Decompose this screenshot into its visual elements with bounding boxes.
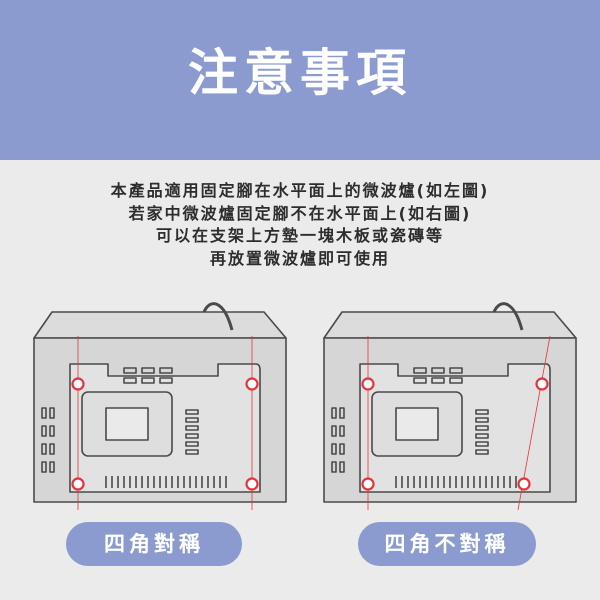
page-title: 注意事項 xyxy=(188,44,412,102)
foot-marker xyxy=(361,377,375,391)
foot-marker xyxy=(361,477,375,491)
foot-marker xyxy=(245,477,259,491)
foot-marker xyxy=(517,477,531,491)
note-line: 若家中微波爐固定腳不在水平面上(如右圖) xyxy=(128,203,472,223)
note-line: 本產品適用固定腳在水平面上的微波爐(如左圖) xyxy=(110,181,490,200)
foot-marker xyxy=(71,477,85,491)
foot-marker xyxy=(71,377,85,391)
microwave-asymmetric-illustration xyxy=(323,302,577,510)
label-symmetric: 四角對稱 xyxy=(66,522,242,566)
header-banner: 注意事項 xyxy=(0,0,600,160)
note-line: 可以在支架上方墊一塊木板或瓷磚等 xyxy=(155,226,444,245)
label-asymmetric: 四角不對稱 xyxy=(358,522,536,566)
notes-text: 本產品適用固定腳在水平面上的微波爐(如左圖) 若家中微波爐固定腳不在水平面上(如… xyxy=(0,180,600,270)
note-line: 再放置微波爐即可使用 xyxy=(209,248,390,268)
microwave-symmetric-illustration xyxy=(33,302,287,510)
foot-marker xyxy=(535,377,549,391)
foot-marker xyxy=(245,377,259,391)
